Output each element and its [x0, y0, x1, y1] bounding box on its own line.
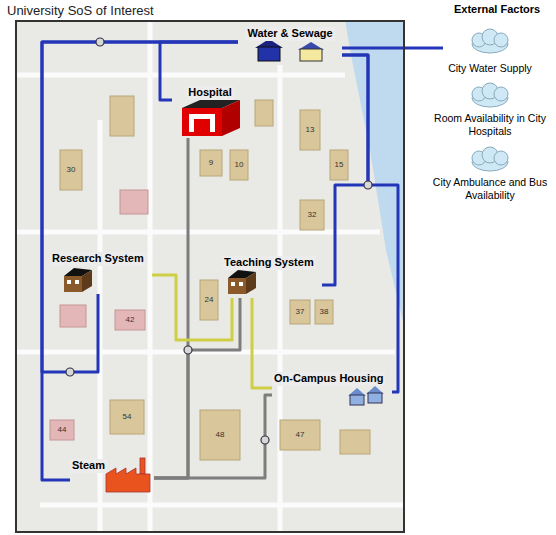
building-number: 9 — [209, 159, 213, 167]
map-ground — [15, 20, 405, 533]
node-label: Research System — [50, 252, 146, 266]
building-number: 32 — [308, 211, 317, 219]
steam-plant-icon — [106, 458, 150, 492]
node-label: Hospital — [186, 86, 233, 100]
hospital-icon — [182, 100, 240, 136]
building-number: 10 — [235, 161, 244, 169]
system-node: Water & Sewage — [238, 23, 342, 63]
system-node: Hospital — [172, 82, 248, 138]
utility-line — [154, 138, 188, 478]
building-number: 15 — [335, 161, 344, 169]
system-boundary: University SoS of InterestWater & Sewage… — [15, 20, 405, 533]
teaching-icon — [228, 270, 256, 294]
node-label: Teaching System — [222, 256, 316, 270]
utility-line — [342, 48, 443, 49]
building-number: 47 — [296, 431, 305, 439]
water-plant-icon — [255, 39, 324, 61]
external-factor: Room Availability in City Hospitals — [429, 84, 551, 143]
building-number: 38 — [320, 308, 329, 316]
utility-line — [160, 42, 238, 100]
external-factor: City Water Supply — [443, 30, 537, 76]
building-number: 37 — [296, 308, 305, 316]
utility-line — [154, 395, 272, 478]
section-heading: External Factors — [452, 3, 542, 15]
boundary-title: University SoS of Interest — [5, 3, 156, 19]
system-node: Research System — [50, 248, 152, 294]
building-number: 42 — [126, 316, 135, 324]
research-icon — [64, 268, 92, 292]
building-number: 54 — [123, 413, 132, 421]
building-number: 13 — [306, 126, 315, 134]
external-factor: City Ambulance and Bus Availability — [429, 148, 551, 207]
cloud-icons — [472, 29, 508, 171]
utility-line — [154, 298, 240, 478]
system-node: Steam — [70, 455, 154, 495]
node-label: City Water Supply — [446, 62, 534, 75]
node-label: Water & Sewage — [245, 27, 334, 41]
system-node: Teaching System — [222, 252, 322, 298]
buildings — [50, 96, 370, 460]
river — [345, 20, 405, 330]
roads — [15, 20, 405, 533]
utility-line — [342, 55, 398, 392]
node-label: On-Campus Housing — [272, 372, 385, 386]
building-number: 44 — [58, 426, 67, 434]
node-label: City Ambulance and Bus Availability — [430, 176, 550, 202]
node-label: Room Availability in City Hospitals — [430, 112, 550, 138]
node-label: Steam — [70, 459, 107, 473]
utility-line — [322, 55, 368, 285]
utility-line — [42, 42, 238, 372]
utility-line — [252, 298, 272, 388]
utility-line — [152, 275, 232, 340]
building-number: 24 — [205, 296, 214, 304]
system-node: On-Campus Housing — [272, 368, 392, 410]
building-number: 30 — [67, 166, 76, 174]
housing-icon — [348, 386, 384, 405]
building-number: 48 — [216, 431, 225, 439]
